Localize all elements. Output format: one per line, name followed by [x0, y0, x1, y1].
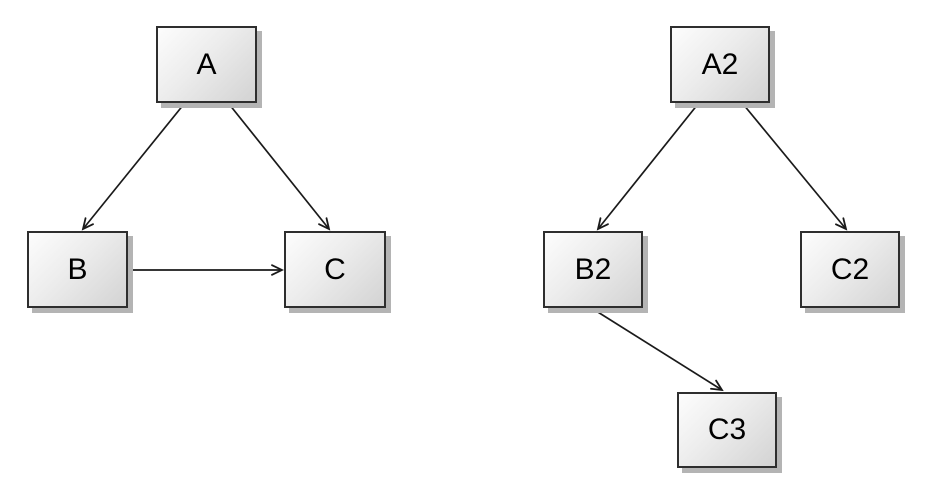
node-C-label: C — [324, 252, 346, 286]
node-A-label: A — [196, 47, 217, 81]
node-B-label: B — [67, 252, 88, 286]
node-C: C — [284, 231, 386, 308]
node-C3: C3 — [677, 392, 777, 468]
node-B2: B2 — [543, 231, 643, 308]
node-A: A — [156, 26, 257, 103]
node-A2-label: A2 — [701, 47, 739, 81]
node-B2-label: B2 — [574, 252, 612, 286]
node-C3-label: C3 — [707, 413, 747, 446]
edge-B2-C3 — [592, 308, 722, 390]
edge-A2-B2 — [598, 103, 699, 229]
edge-A-C — [228, 103, 329, 229]
node-A2: A2 — [670, 26, 770, 103]
node-B: B — [27, 231, 128, 308]
node-C2-label: C2 — [830, 252, 870, 286]
edge-A-B — [83, 103, 185, 229]
edge-A2-C2 — [742, 103, 846, 229]
node-C2: C2 — [800, 231, 900, 308]
